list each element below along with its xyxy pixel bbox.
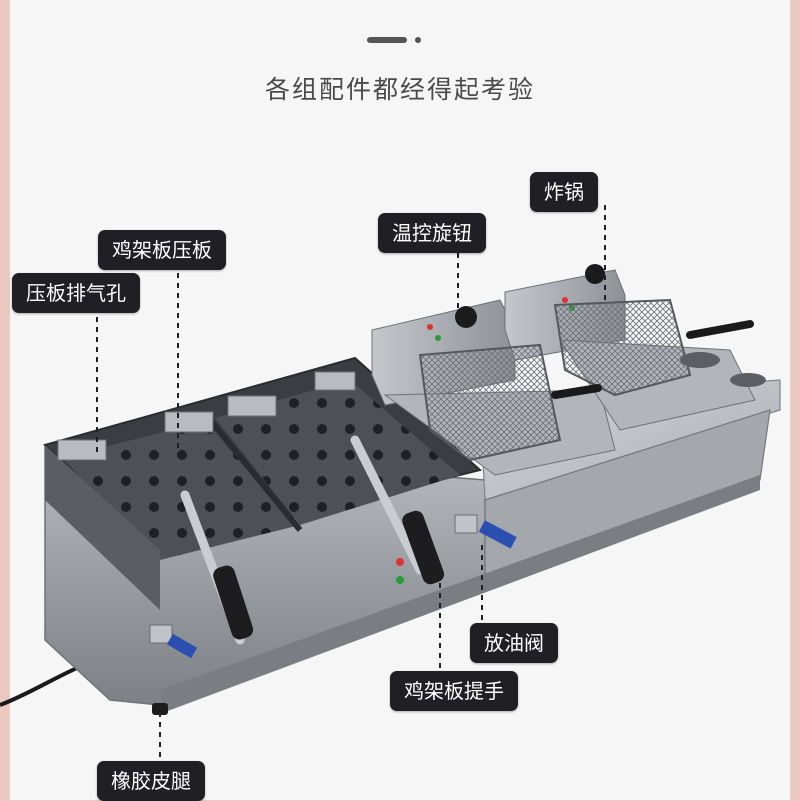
label-rack-handle: 鸡架板提手: [390, 671, 518, 711]
page-indicator-dot: [415, 37, 421, 43]
label-press-plate-vent: 压板排气孔: [12, 273, 140, 313]
frying-basket: [418, 343, 562, 462]
oil-valve-handle: [166, 633, 198, 659]
label-oil-valve: 放油阀: [470, 623, 558, 663]
deck-hole: [680, 352, 720, 368]
hinge: [227, 395, 277, 417]
indicator-light-red: [562, 297, 568, 303]
rack-divider: [207, 418, 303, 532]
rack-handle-grip: [213, 565, 254, 640]
hinge: [314, 371, 356, 391]
deck-hole: [730, 373, 766, 387]
indicator-light-red: [396, 558, 404, 566]
label-fryer-pot: 炸锅: [530, 172, 598, 212]
basket-handle: [551, 384, 602, 399]
rack-tray-left: [62, 420, 300, 560]
indicator-light-green: [396, 576, 404, 584]
label-rack-press-plate: 鸡架板压板: [98, 230, 226, 270]
temperature-knob: [585, 264, 605, 284]
page-indicator: [367, 37, 427, 45]
headline: 各组配件都经得起考验: [264, 75, 535, 104]
rack-handle-grip: [402, 510, 445, 585]
hinge: [164, 411, 214, 433]
rack-handle-rod: [350, 435, 425, 575]
page-indicator-active: [367, 37, 407, 43]
basket-handle: [686, 320, 754, 339]
oil-valve-handle: [478, 520, 517, 549]
temperature-knob: [455, 306, 477, 328]
indicator-light-green: [435, 335, 441, 341]
label-rubber-feet: 橡胶皮腿: [97, 761, 205, 801]
label-temperature-knob: 温控旋钮: [378, 213, 486, 253]
rack-tray-front: [45, 445, 160, 610]
oil-valve-body: [149, 624, 173, 644]
frying-basket: [553, 298, 692, 397]
rubber-foot: [152, 703, 168, 715]
oil-valve-body: [454, 514, 478, 534]
base-skirt: [160, 475, 760, 712]
hinge: [57, 439, 107, 461]
indicator-light-red: [427, 324, 433, 330]
leader-lines: [96, 205, 606, 762]
